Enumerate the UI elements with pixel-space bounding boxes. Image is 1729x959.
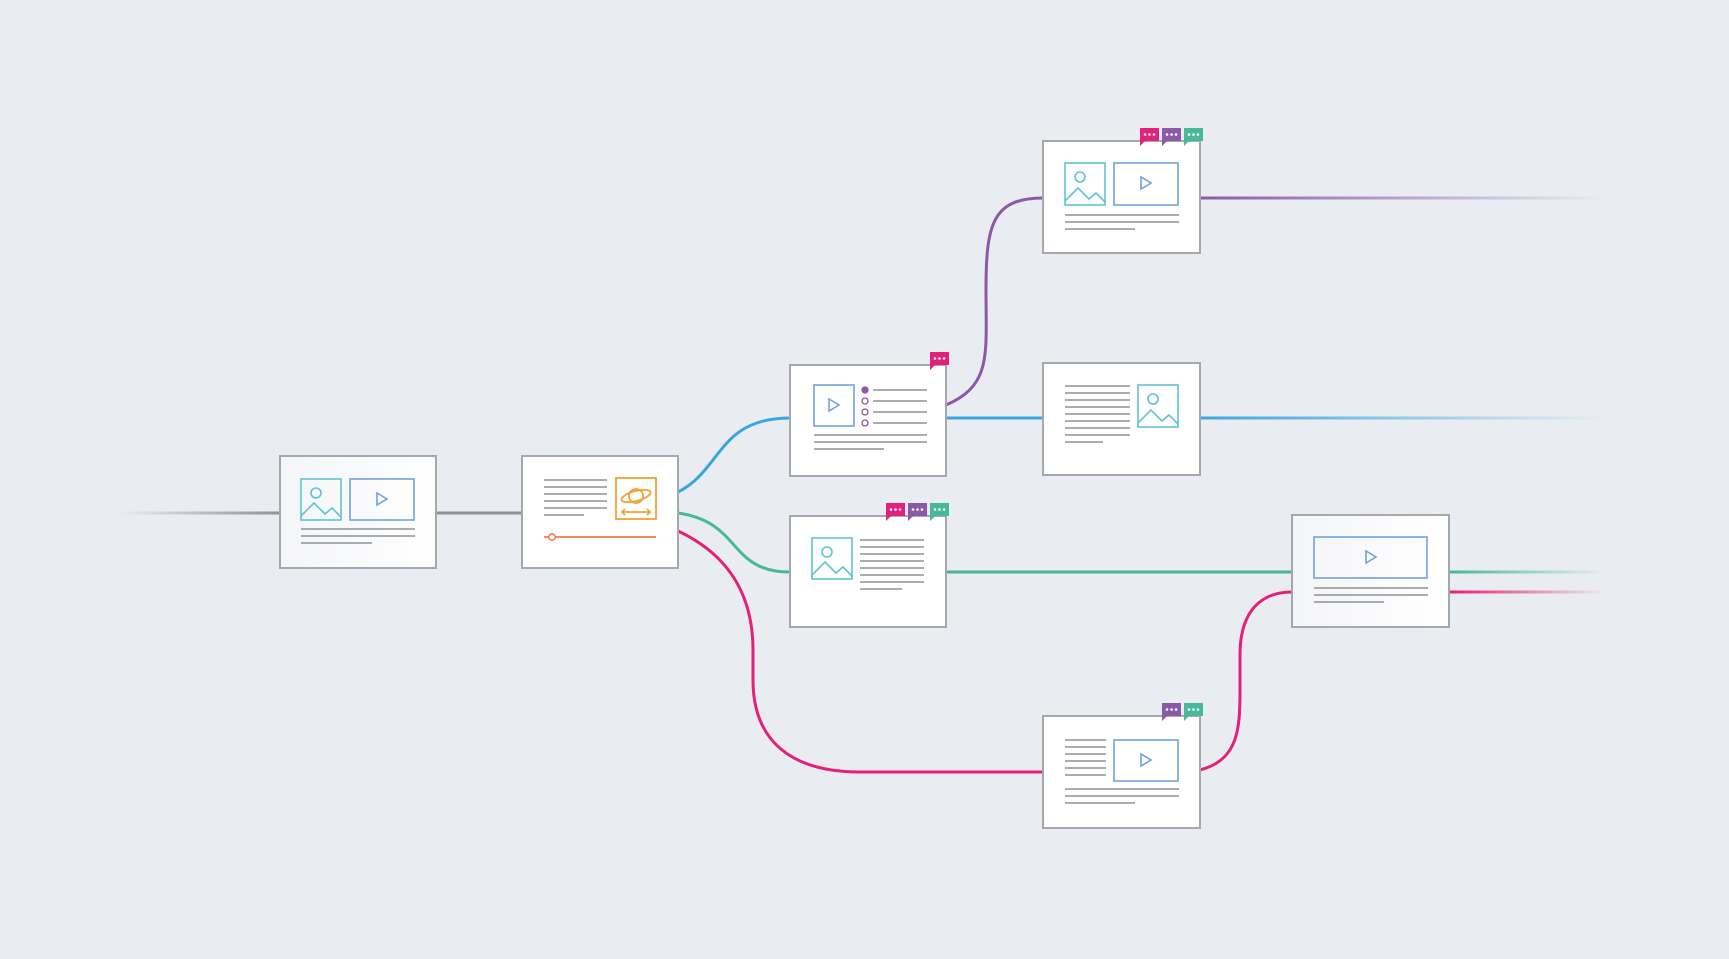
cards bbox=[279, 140, 1450, 829]
comment-badge-pink[interactable] bbox=[886, 503, 905, 521]
image-icon bbox=[300, 478, 342, 521]
card-text-video[interactable] bbox=[1042, 715, 1201, 829]
card-image-text[interactable] bbox=[789, 515, 947, 628]
bullet-list bbox=[861, 386, 869, 427]
video-icon bbox=[1313, 536, 1428, 579]
text-lines bbox=[301, 528, 415, 544]
blue-branch bbox=[676, 416, 792, 494]
comment-badge-teal[interactable] bbox=[930, 503, 949, 521]
text-lines bbox=[1065, 739, 1179, 804]
text-lines bbox=[1314, 587, 1428, 603]
card-top-image-video[interactable] bbox=[1042, 140, 1201, 254]
comment-badge-pink[interactable] bbox=[1140, 128, 1159, 146]
image-icon bbox=[1137, 384, 1179, 428]
comment-badge-teal[interactable] bbox=[1184, 128, 1203, 146]
video-icon bbox=[1113, 739, 1179, 782]
card-root[interactable] bbox=[279, 455, 437, 569]
comment-badge-teal[interactable] bbox=[1184, 703, 1203, 721]
card-video-list[interactable] bbox=[789, 364, 947, 477]
card-planet[interactable] bbox=[521, 455, 679, 569]
video-icon bbox=[813, 384, 855, 427]
connectors bbox=[118, 196, 1607, 774]
text-lines bbox=[1065, 214, 1179, 230]
comment-badge-purple[interactable] bbox=[1162, 128, 1181, 146]
pink-branch bbox=[676, 529, 1045, 774]
planet-icon bbox=[615, 477, 657, 520]
comment-badge-purple[interactable] bbox=[908, 503, 927, 521]
text-lines bbox=[860, 539, 924, 590]
text-lines bbox=[814, 389, 927, 450]
slider bbox=[544, 533, 656, 541]
image-icon bbox=[811, 537, 853, 580]
comment-badge-pink[interactable] bbox=[930, 352, 949, 370]
card-text-image[interactable] bbox=[1042, 362, 1201, 476]
comment-badges bbox=[886, 128, 1203, 721]
video-icon bbox=[349, 478, 415, 521]
purple-branch bbox=[944, 196, 1045, 407]
text-lines bbox=[544, 479, 607, 516]
card-right-video[interactable] bbox=[1291, 514, 1450, 628]
pink-branch-up bbox=[1198, 590, 1294, 772]
image-icon bbox=[1064, 162, 1106, 206]
text-lines bbox=[1065, 385, 1130, 443]
video-icon bbox=[1113, 162, 1179, 206]
teal-branch bbox=[676, 511, 792, 574]
comment-badge-purple[interactable] bbox=[1162, 703, 1181, 721]
